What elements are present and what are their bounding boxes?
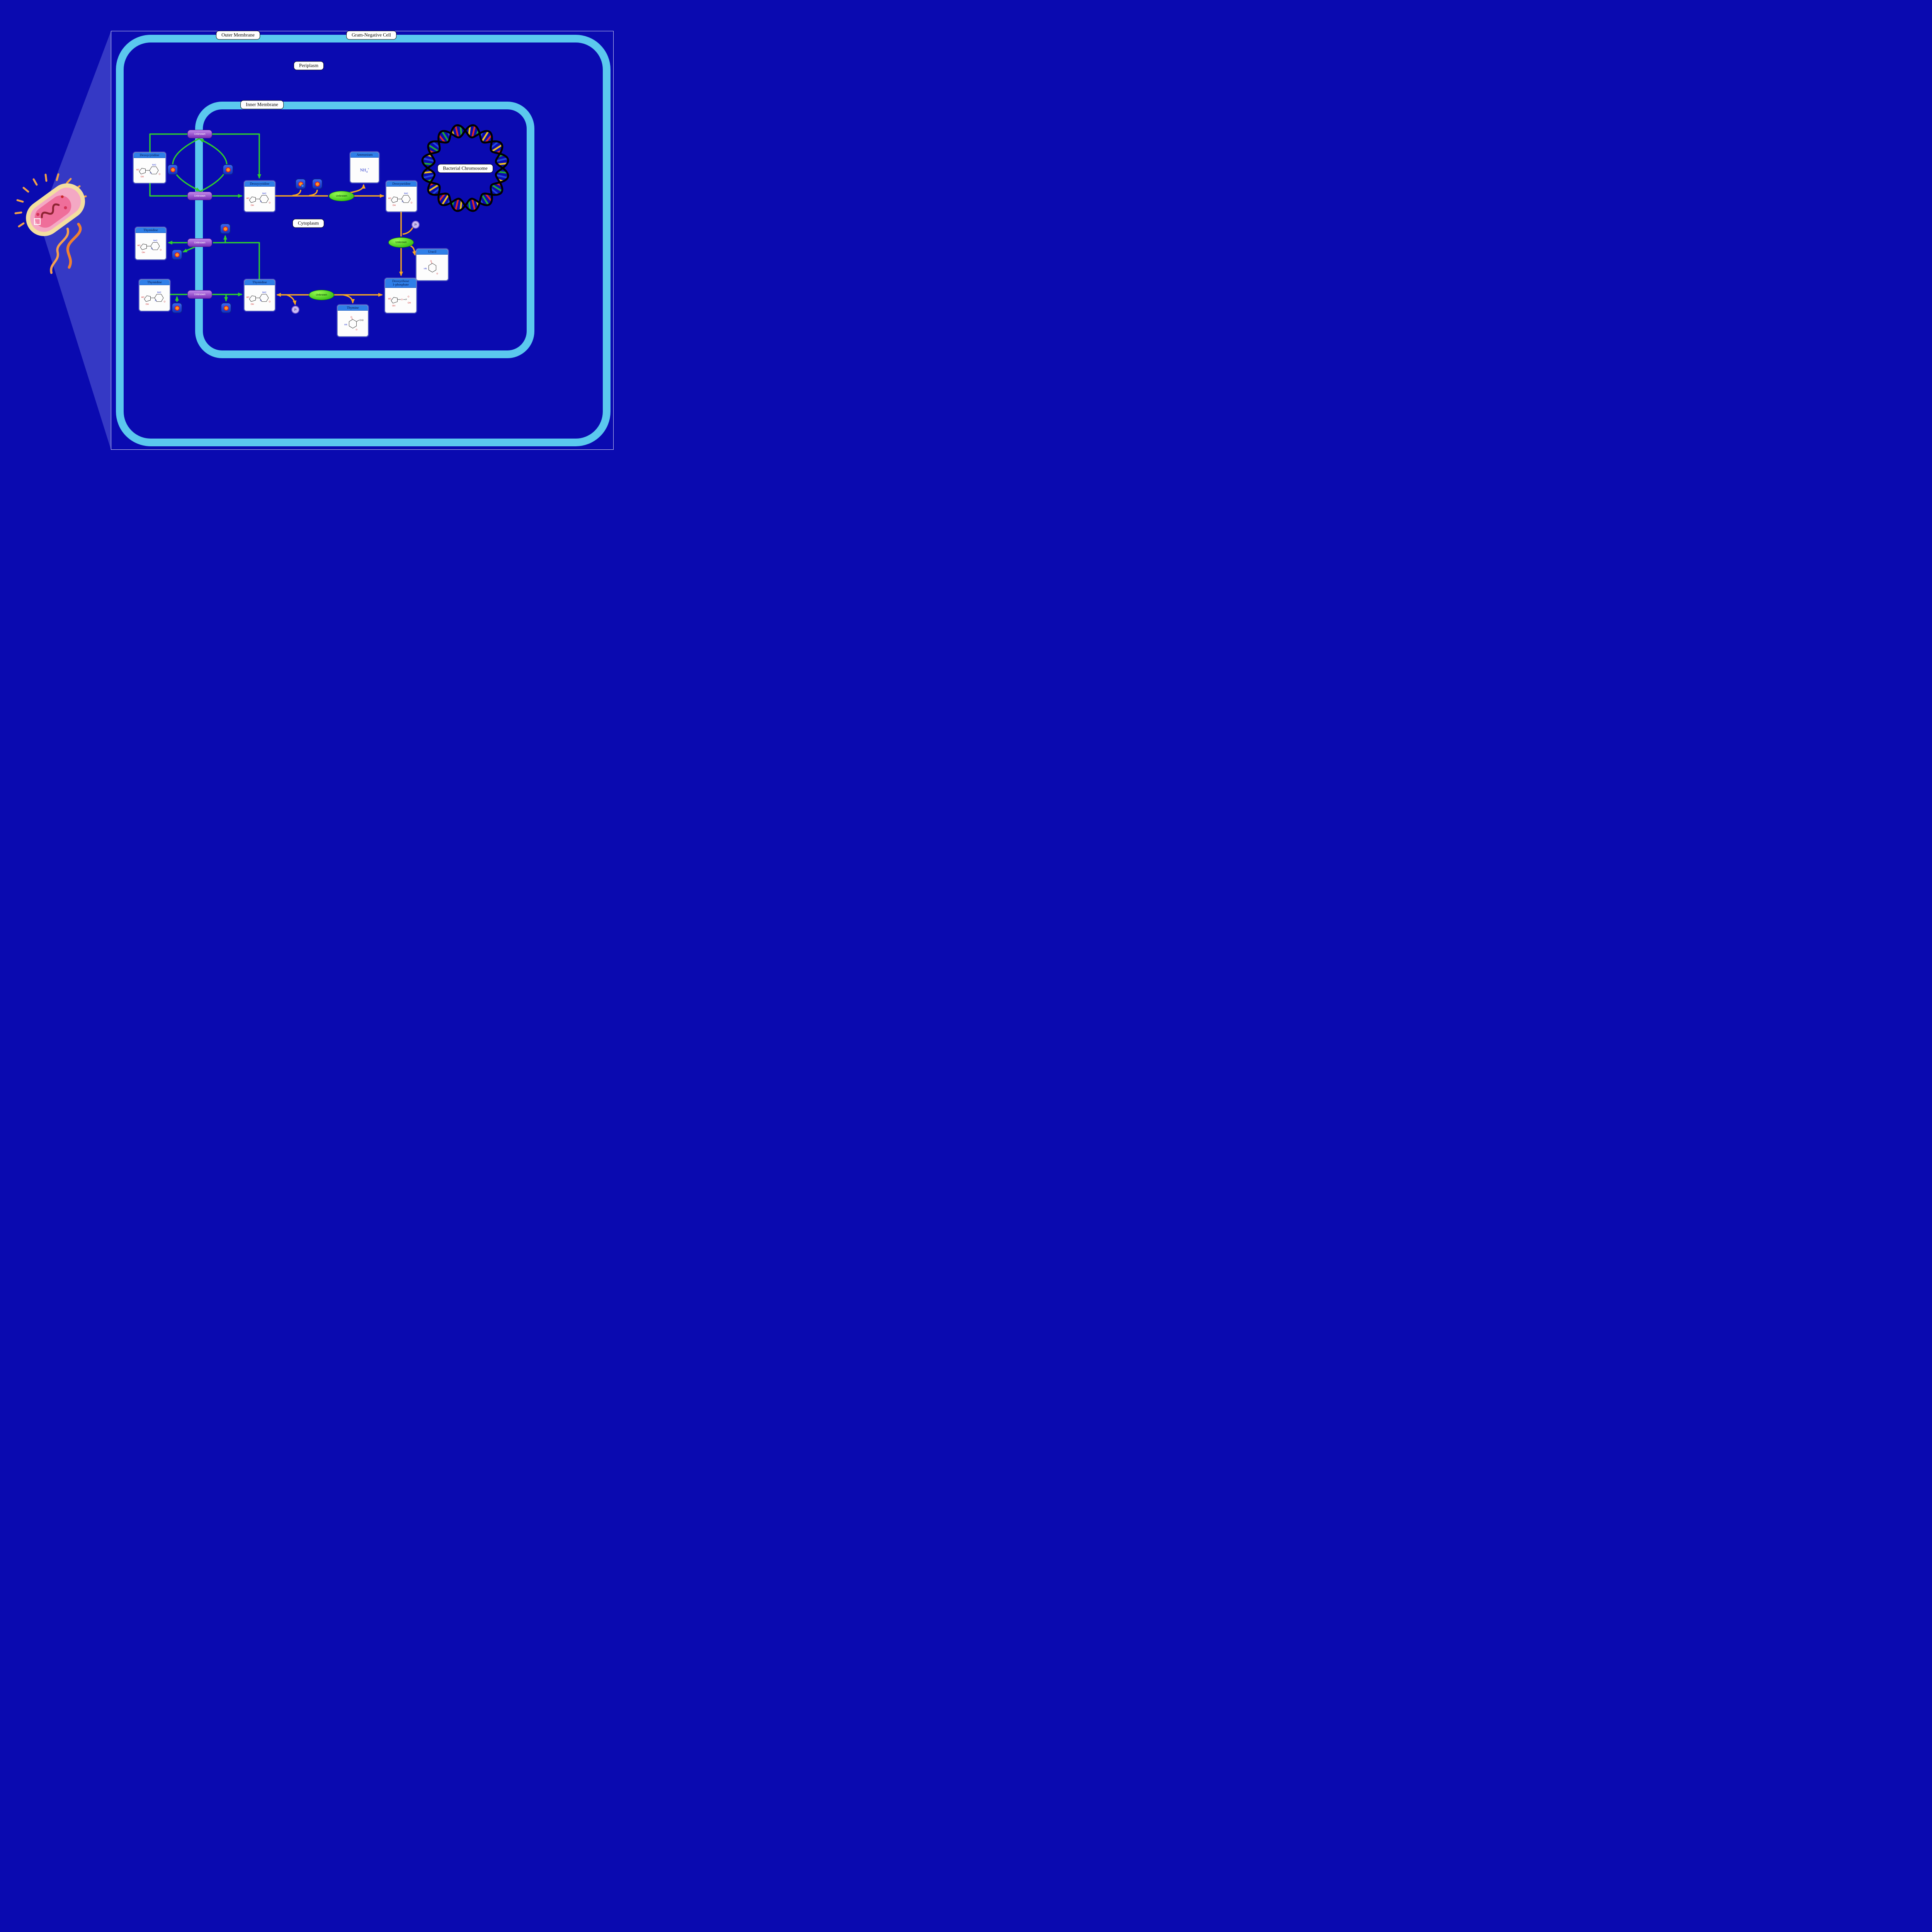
proton-icon[interactable] [167,164,178,175]
chemical-structure [136,233,166,259]
proton-icon[interactable] [223,164,233,175]
enzyme-unknown-3[interactable]: Unknown [309,290,334,300]
proton-dot [225,167,231,172]
transporter-label: Unknown [194,293,206,296]
periplasm-label: Periplasm [294,61,324,70]
proton-dot [315,181,320,187]
chemical-structure [245,285,275,311]
metabolite-label: Deoxycytidine [134,153,165,158]
transporter-label: Unknown [194,194,206,197]
metabolite-label: Deoxycytidine [245,181,275,187]
metabolite-box-deoxyuridine[interactable]: Deoxyuridine [386,181,417,212]
transporter-label: Unknown [194,241,206,244]
transporter-unknown-2[interactable]: Unknown [187,192,212,200]
enzyme-unknown-1[interactable]: Unknown [329,191,354,201]
pathway-diagram: HO OH N NH2 O O HN O O HN O [0,0,618,456]
bacterium-illustration [14,173,87,274]
proton-icon[interactable] [221,303,231,313]
metabolite-label: Deoxyuridine [386,181,417,187]
proton-icon[interactable] [172,303,182,313]
metabolite-label: Uracil [417,249,448,255]
metabolite-box-deoxycytidine-cytoplasm[interactable]: Deoxycytidine [244,181,275,212]
transporter-label: Unknown [194,133,206,136]
cytoplasm-label: Cytoplasm [292,219,325,228]
enzyme-label: Unknown [316,294,327,296]
proton-dot [223,226,228,231]
bacterial-chromosome-label: Bacterial Chromosome [437,164,493,173]
metabolite-box-thymine[interactable]: Thymine [337,305,368,337]
metabolite-label: Thymidine [245,280,275,286]
inner-membrane-label: Inner Membrane [240,100,284,109]
proton-dot [174,252,180,257]
metabolite-box-thymidine-cytoplasm[interactable]: Thymidine [244,279,275,311]
enzyme-unknown-2[interactable]: Unknown [388,237,414,248]
chemical-structure [386,187,417,211]
flagellum [66,223,82,269]
chemical-structure [385,287,416,313]
flagellum [50,228,70,274]
zoom-source-square [34,218,41,225]
ammonium-formula: NH4+ [360,167,369,173]
metabolite-box-ammonium[interactable]: Ammonium NH4+ [350,152,379,183]
chemical-structure [338,311,368,336]
water-icon[interactable] [295,179,306,189]
zoom-wedge [40,31,111,449]
chemical-structure [417,255,448,280]
metabolite-box-uracil[interactable]: Uracil [416,249,448,281]
proton-dot [223,305,229,311]
chemical-structure [139,285,170,311]
transporter-unknown-4[interactable]: Unknown [187,290,212,299]
transporter-unknown-3[interactable]: Unknown [187,238,212,247]
outer-membrane-label: Outer Membrane [216,31,260,40]
bacterial-chromosome-plasmid [421,124,509,212]
proton-dot [170,167,175,172]
bacterium-cell-body [26,183,85,236]
transporter-unknown-1[interactable]: Unknown [187,130,212,138]
metabolite-box-thymidine-periplasm-2[interactable]: Thymidine [139,279,170,311]
metabolite-label: Thymine [338,305,368,311]
proton-icon[interactable] [312,179,323,189]
chemical-structure [245,187,275,211]
green-transport-arrows [149,133,261,302]
metabolite-box-thymidine-periplasm-1[interactable]: Thymidine [135,227,166,260]
enzyme-label: Unknown [395,241,407,244]
metabolite-label: Thymidine [136,228,166,233]
enzyme-label: Unknown [336,195,347,197]
hydrogen-dot [301,184,304,187]
proton-icon[interactable] [172,249,182,260]
metabolite-label: Thymidine [139,280,170,286]
metabolite-box-deoxycytidine-periplasm[interactable]: Deoxycytidine [133,152,166,183]
proton-icon[interactable] [220,223,231,234]
gram-negative-cell-label: Gram-Negative Cell [346,31,396,40]
metabolite-label: Ammonium [350,152,379,158]
proton-dot [174,305,180,311]
chemical-structure [134,158,165,183]
